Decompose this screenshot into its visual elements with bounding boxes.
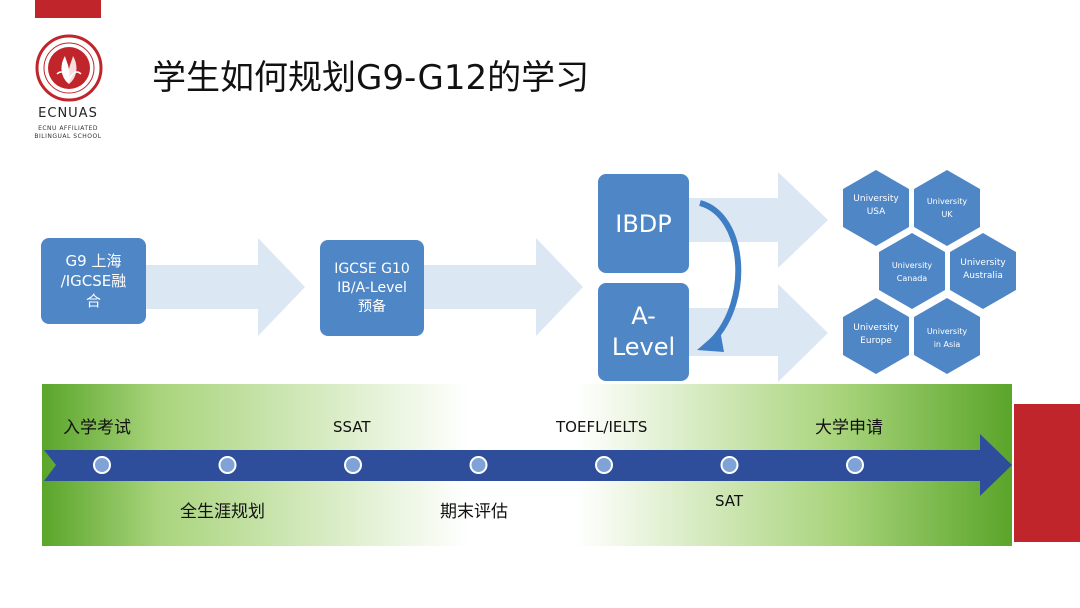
logo-subtitle-line2: BILINGUAL SCHOOL bbox=[34, 133, 102, 140]
timeline-label-sat: SAT bbox=[715, 492, 744, 510]
university-canada-line2: Canada bbox=[896, 274, 928, 283]
alevel-line1: A- bbox=[631, 302, 656, 330]
timeline-label-career-planning: 全生涯规划 bbox=[180, 502, 265, 522]
university-europe-line1: University bbox=[853, 323, 899, 333]
g9-line1: G9 上海 bbox=[65, 252, 122, 270]
page-title: 学生如何规划G9-G12的学习 bbox=[152, 58, 590, 98]
timeline-label-entrance-exam: 入学考试 bbox=[63, 418, 131, 438]
hexagon-uk bbox=[914, 170, 980, 246]
hexagon-europe bbox=[843, 298, 909, 374]
g9-stage-box: G9 上海 /IGCSE融 合 bbox=[41, 238, 146, 324]
transfer-curve-arrow bbox=[699, 200, 742, 344]
alevel-box: A- Level bbox=[598, 283, 689, 381]
university-asia-line2: in Asia bbox=[933, 340, 961, 349]
timeline-milestones bbox=[93, 456, 864, 474]
timeline-milestone-dot bbox=[595, 456, 613, 474]
logo-name: ECNUAS bbox=[38, 106, 98, 121]
university-asia-line1: University bbox=[926, 327, 968, 336]
igcse-line2: IB/A-Level bbox=[337, 279, 407, 296]
igcse-line3: 预备 bbox=[357, 298, 386, 315]
timeline-arrow-shape bbox=[44, 434, 1012, 496]
university-usa-line2: USA bbox=[866, 207, 886, 217]
flow-arrow-2 bbox=[424, 238, 583, 336]
university-uk-line2: UK bbox=[941, 210, 953, 219]
igcse-line1: IGCSE G10 bbox=[334, 260, 410, 277]
ibdp-box: IBDP bbox=[598, 174, 689, 273]
university-uk-line1: University bbox=[926, 197, 968, 206]
timeline-milestone-dot bbox=[469, 456, 488, 474]
university-australia-line1: University bbox=[960, 258, 1006, 268]
hexagon-usa bbox=[843, 170, 909, 246]
timeline-milestone-dot bbox=[344, 456, 362, 474]
top-accent-bar bbox=[35, 0, 101, 18]
university-canada-line1: University bbox=[891, 261, 933, 270]
university-europe-line2: Europe bbox=[860, 336, 892, 346]
timeline-milestone-dot bbox=[720, 456, 739, 474]
flow-arrow-4 bbox=[689, 284, 828, 382]
hexagon-australia bbox=[950, 233, 1016, 309]
timeline-milestone-dot bbox=[93, 456, 111, 474]
university-australia-line2: Australia bbox=[963, 271, 1003, 281]
timeline-label-toefl: TOEFL/IELTS bbox=[556, 418, 648, 436]
flow-arrow-1 bbox=[146, 238, 305, 336]
timeline-milestone-dot bbox=[846, 456, 864, 474]
hexagon-canada bbox=[879, 233, 945, 309]
logo-subtitle: ECNU AFFILIATED BILINGUAL SCHOOL bbox=[22, 125, 114, 141]
university-usa-label: University USA bbox=[846, 193, 906, 219]
ibdp-label: IBDP bbox=[615, 209, 672, 238]
university-uk-label: University UK bbox=[917, 195, 977, 221]
timeline-milestone-dot bbox=[218, 456, 237, 474]
university-asia-label: University in Asia bbox=[917, 325, 977, 351]
right-accent-bar bbox=[1014, 404, 1080, 542]
university-usa-line1: University bbox=[853, 194, 899, 204]
igcse-stage-box: IGCSE G10 IB/A-Level 预备 bbox=[320, 240, 424, 336]
transfer-arrowhead bbox=[697, 330, 724, 352]
alevel-line2: Level bbox=[611, 333, 676, 361]
university-canada-label: University Canada bbox=[882, 259, 942, 285]
flow-arrow-3 bbox=[689, 172, 828, 268]
timeline-label-university-application: 大学申请 bbox=[815, 418, 883, 438]
timeline-label-ssat: SSAT bbox=[333, 418, 371, 436]
g9-line2: /IGCSE融 bbox=[60, 272, 127, 290]
university-australia-label: University Australia bbox=[953, 257, 1013, 283]
timeline-label-final-assessment: 期末评估 bbox=[440, 502, 508, 522]
logo-subtitle-line1: ECNU AFFILIATED bbox=[38, 125, 98, 132]
hexagon-asia bbox=[914, 298, 980, 374]
school-logo bbox=[35, 34, 103, 102]
g9-line3: 合 bbox=[85, 292, 101, 310]
university-europe-label: University Europe bbox=[846, 322, 906, 348]
